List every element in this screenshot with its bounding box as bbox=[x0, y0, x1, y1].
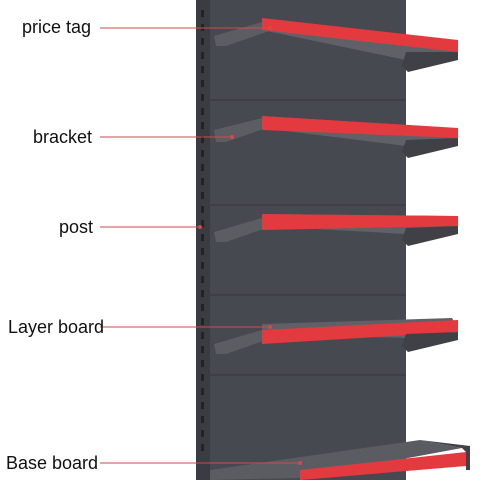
label-bracket: bracket bbox=[33, 127, 93, 147]
leader-lines bbox=[100, 27, 300, 464]
price-tag-strip-3 bbox=[262, 214, 458, 230]
bracket-3 bbox=[214, 218, 272, 242]
price-tag-strip-1 bbox=[262, 18, 458, 52]
shelf-2 bbox=[214, 116, 458, 158]
shelf-1 bbox=[214, 18, 458, 72]
label-price-tag: price tag bbox=[22, 17, 92, 37]
leader-dots bbox=[198, 26, 302, 465]
shelf-3 bbox=[214, 214, 458, 246]
shelf-4 bbox=[214, 318, 458, 354]
base-board-strip bbox=[300, 452, 466, 480]
bracket-4 bbox=[214, 330, 272, 354]
label-post: post bbox=[59, 217, 94, 237]
shelf-underside-3 bbox=[402, 226, 458, 246]
price-tag-strip-4 bbox=[262, 320, 458, 344]
label-base-board: Base board bbox=[6, 453, 99, 473]
panel-seams bbox=[210, 99, 406, 376]
bracket-2 bbox=[214, 118, 272, 142]
shelf-underside-4 bbox=[402, 332, 458, 352]
price-tag-strip-2 bbox=[262, 116, 458, 138]
shelf-underside-1 bbox=[402, 52, 458, 72]
label-layer-board: Layer board bbox=[8, 317, 105, 337]
shelf-underside-2 bbox=[402, 138, 458, 158]
base-board-top bbox=[210, 440, 462, 480]
base-board bbox=[210, 440, 470, 480]
